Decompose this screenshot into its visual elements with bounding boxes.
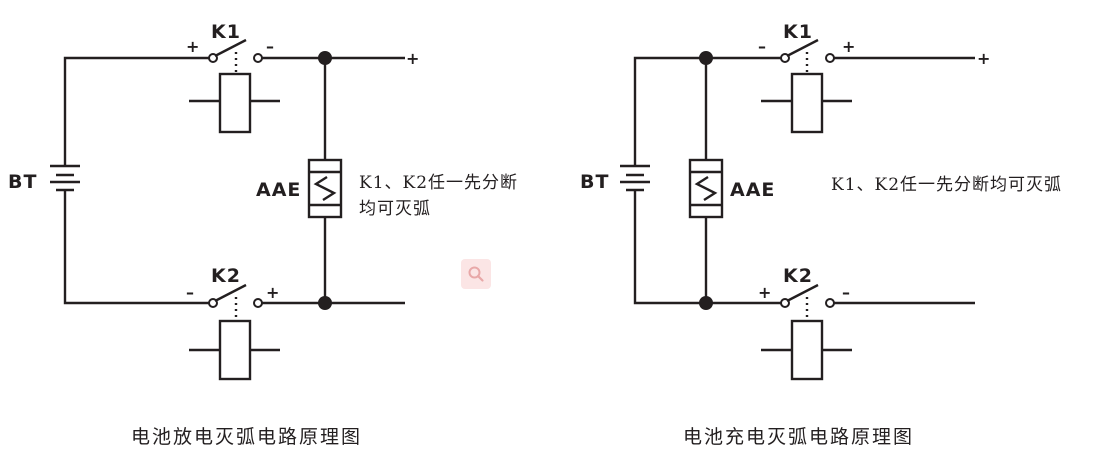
right-battery-symbol [620,164,650,192]
right-k1-switch [761,38,852,134]
right-bt-label: BT [580,171,609,193]
right-aae-label: AAE [730,179,775,201]
right-battery-top-wire [633,56,782,166]
left-k2-switch [189,283,280,381]
left-bt-label: BT [8,171,37,193]
right-output-plus: + [977,49,990,68]
right-k2-label: K2 [783,265,813,287]
zoom-button[interactable] [461,259,491,289]
left-junction-top [318,51,332,65]
left-note-line2: 均可灭弧 [359,199,431,219]
left-battery-bottom-wire [63,190,210,305]
right-junction-bottom [699,296,713,310]
left-k2-minus: – [186,283,194,302]
right-k2-plus: + [758,283,771,302]
right-note: K1、K2任一先分断均可灭弧 [831,175,1062,195]
magnifier-icon [468,266,484,282]
left-k2-label: K2 [211,265,241,287]
left-k2-plus: + [266,283,279,302]
left-k1-minus: – [266,37,274,56]
left-aae-label: AAE [256,179,301,201]
left-caption: 电池放电灭弧电路原理图 [131,426,362,448]
discharge-circuit: BT K1 + – + K2 – + [8,21,518,448]
charge-circuit: BT AAE K1 – + + [580,21,1062,448]
right-battery-bottom-wire [633,190,782,305]
left-note-line1: K1、K2任一先分断 [359,173,518,193]
right-k1-plus: + [842,37,855,56]
left-output-plus: + [406,49,419,68]
left-junction-bottom [318,296,332,310]
right-junction-top [699,51,713,65]
left-battery-top-wire [63,56,210,166]
right-k1-label: K1 [783,21,813,43]
right-k2-switch [761,283,852,381]
right-k2-minus: – [842,283,850,302]
right-caption: 电池充电灭弧电路原理图 [683,426,914,448]
left-k1-label: K1 [211,21,241,43]
right-k1-minus: – [758,37,766,56]
left-battery-symbol [50,164,80,192]
right-aae-component [688,158,724,219]
left-aae-component [307,158,343,219]
left-k1-plus: + [186,37,199,56]
